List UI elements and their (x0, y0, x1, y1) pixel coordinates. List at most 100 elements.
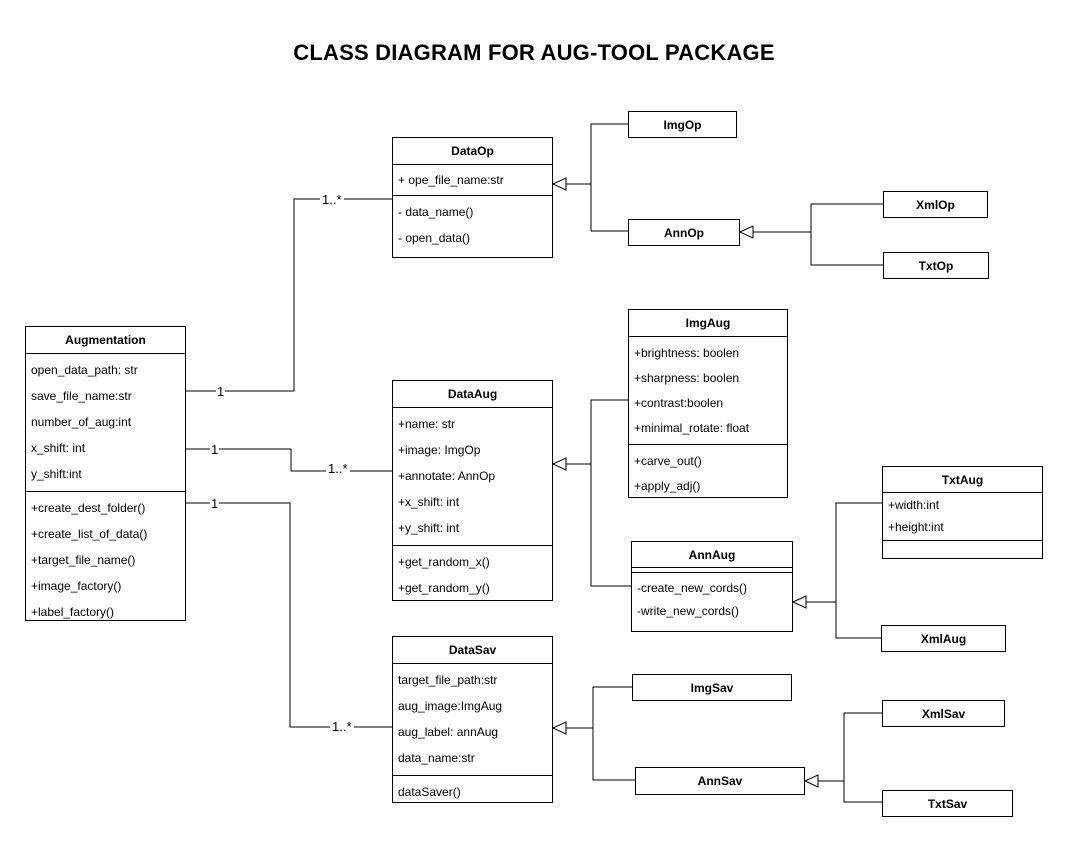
gen-imgop-dataop (566, 123, 628, 185)
class-dataaug[interactable]: DataAug +name: str +image: ImgOp +annota… (392, 380, 553, 601)
attribute: +height:int (888, 520, 944, 534)
class-dataop[interactable]: DataOp + ope_file_name:str - data_name()… (392, 137, 553, 258)
attribute: y_shift:int (31, 467, 82, 481)
gen-imgsav-datasav (566, 686, 632, 729)
gen-txtaug-annaug (806, 502, 882, 603)
class-imgaug[interactable]: ImgAug +brightness: boolen +sharpness: b… (628, 309, 788, 498)
attribute: data_name:str (398, 751, 475, 765)
attribute: aug_label: annAug (398, 725, 499, 739)
mult-aug-dataop-one: 1 (216, 384, 226, 399)
method: - open_data() (398, 231, 471, 245)
class-datasav[interactable]: DataSav target_file_path:str aug_image:I… (392, 636, 553, 803)
class-dataop-attributes: + ope_file_name:str (393, 165, 552, 196)
gen-xmlaug-annaug (835, 602, 881, 639)
method: - data_name() (398, 205, 474, 219)
gen-arrow-dataaug (551, 457, 567, 471)
class-imgop-name: ImgOp (663, 117, 702, 132)
method: +create_list_of_data() (31, 527, 148, 541)
attribute: +x_shift: int (398, 495, 460, 509)
gen-arrow-dataop (551, 177, 567, 191)
gen-arrow-annop (738, 225, 754, 239)
mult-aug-dataaug-many: 1..* (326, 461, 350, 476)
mult-aug-datasav-one: 1 (210, 496, 220, 511)
gen-annsav-datasav (592, 728, 635, 781)
class-txtsav-name: TxtSav (927, 796, 968, 811)
class-annop[interactable]: AnnOp (628, 219, 740, 246)
attribute: target_file_path:str (398, 673, 498, 687)
attribute: +name: str (398, 417, 456, 431)
attribute: x_shift: int (31, 441, 86, 455)
class-xmlsav[interactable]: XmlSav (882, 700, 1005, 727)
gen-arrow-annsav (803, 774, 819, 788)
attribute: open_data_path: str (31, 363, 138, 377)
class-imgsav[interactable]: ImgSav (632, 674, 792, 701)
class-txtop[interactable]: TxtOp (883, 252, 989, 279)
class-imgop[interactable]: ImgOp (628, 111, 737, 138)
method: -write_new_cords() (637, 604, 740, 618)
gen-txtsav-annsav (843, 781, 882, 803)
method: +create_dest_folder() (31, 501, 146, 515)
assoc-aug-datasav (186, 502, 392, 728)
class-txtaug-methods (883, 541, 1042, 559)
class-annaug-methods: -create_new_cords() -write_new_cords() (632, 573, 792, 626)
class-augmentation-attributes: open_data_path: str save_file_name:str n… (26, 354, 185, 492)
gen-arrow-datasav (551, 721, 567, 735)
class-imgaug-name: ImgAug (629, 310, 787, 337)
gen-annaug-dataaug (590, 464, 631, 587)
method: +apply_adj() (634, 478, 701, 493)
gen-arrow-annaug (791, 595, 807, 609)
class-augmentation-methods: +create_dest_folder() +create_list_of_da… (26, 492, 185, 629)
class-datasav-attributes: target_file_path:str aug_image:ImgAug au… (393, 664, 552, 776)
method: dataSaver() (398, 784, 461, 799)
class-dataaug-name: DataAug (393, 381, 552, 408)
attribute: +minimal_rotate: float (634, 420, 750, 435)
class-dataop-name: DataOp (393, 138, 552, 165)
gen-imgaug-dataaug (566, 399, 628, 465)
attribute: number_of_aug:int (31, 415, 132, 429)
attribute: +sharpness: boolen (634, 370, 740, 385)
gen-txtop-annop (810, 232, 883, 266)
class-xmlop[interactable]: XmlOp (883, 191, 988, 218)
method: +image_factory() (31, 579, 122, 593)
gen-xmlop-annop (753, 203, 883, 233)
diagram-title: CLASS DIAGRAM FOR AUG-TOOL PACKAGE (293, 40, 775, 65)
method: +label_factory() (31, 605, 115, 619)
method: +carve_out() (634, 453, 702, 468)
class-txtaug-name: TxtAug (883, 467, 1042, 493)
attribute: +annotate: AnnOp (398, 469, 496, 483)
class-txtaug[interactable]: TxtAug +width:int +height:int (882, 466, 1043, 559)
class-txtop-name: TxtOp (918, 258, 954, 273)
method: -create_new_cords() (637, 581, 748, 595)
attribute: + ope_file_name:str (398, 172, 504, 187)
class-datasav-name: DataSav (393, 637, 552, 664)
mult-aug-dataop-many: 1..* (320, 192, 344, 207)
class-imgsav-name: ImgSav (690, 680, 734, 695)
method: +get_random_x() (398, 555, 490, 569)
class-annaug[interactable]: AnnAug -create_new_cords() -write_new_co… (631, 541, 793, 632)
method: +target_file_name() (31, 553, 136, 567)
class-txtaug-attributes: +width:int +height:int (883, 493, 1042, 541)
class-txtsav[interactable]: TxtSav (882, 790, 1013, 817)
mult-aug-dataaug-one: 1 (210, 442, 220, 457)
class-annaug-name: AnnAug (632, 542, 792, 568)
attribute: +width:int (888, 498, 940, 512)
class-augmentation[interactable]: Augmentation open_data_path: str save_fi… (25, 326, 186, 621)
class-dataaug-attributes: +name: str +image: ImgOp +annotate: AnnO… (393, 408, 552, 546)
class-augmentation-name: Augmentation (26, 327, 185, 354)
attribute: save_file_name:str (31, 389, 132, 403)
class-xmlop-name: XmlOp (916, 197, 955, 212)
attribute: +brightness: boolen (634, 345, 740, 360)
class-annaug-attributes (632, 568, 792, 573)
class-annsav[interactable]: AnnSav (635, 767, 805, 795)
assoc-aug-dataop (186, 198, 392, 392)
gen-annop-dataop (590, 184, 628, 232)
class-annop-name: AnnOp (664, 225, 704, 240)
attribute: +contrast:boolen (634, 395, 724, 410)
class-dataaug-methods: +get_random_x() +get_random_y() (393, 546, 552, 605)
class-xmlaug[interactable]: XmlAug (881, 625, 1006, 652)
class-datasav-methods: dataSaver() (393, 776, 552, 808)
mult-aug-datasav-many: 1..* (330, 719, 354, 734)
class-dataop-methods: - data_name() - open_data() (393, 196, 552, 255)
class-annsav-name: AnnSav (697, 774, 743, 788)
